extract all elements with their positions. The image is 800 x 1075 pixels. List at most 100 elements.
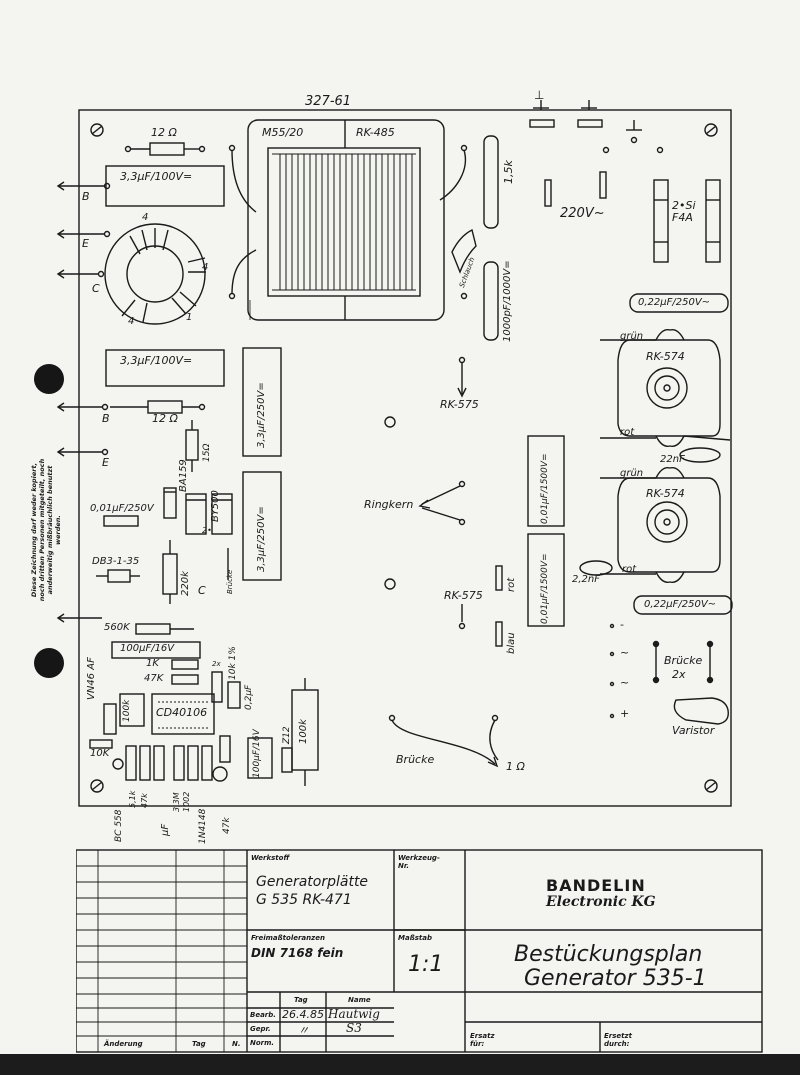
side-note-line: Diese Zeichnung darf weder kopiert, xyxy=(30,462,38,598)
company-subname: Electronic KG xyxy=(546,894,656,910)
label-cap-001a: 0,01µF/1500V= xyxy=(540,453,550,524)
label-cap-001b: 0,01µF/1500V= xyxy=(540,553,550,624)
label-r12-top: 12 Ω xyxy=(151,126,177,139)
label-by500: BY500 xyxy=(210,490,221,522)
label-cap-022-bottom: 0,22µF/250V~ xyxy=(644,599,717,610)
label-db3: DB3-1-35 xyxy=(92,556,140,567)
massstab-label: Maßstab xyxy=(398,934,432,942)
label-r560k: 560K xyxy=(104,622,130,633)
toroid-pin-label: 4 xyxy=(202,262,209,273)
label-rk574-top: RK-574 xyxy=(646,350,685,363)
label-r10k1: 10k 1% xyxy=(228,646,238,680)
label-cap-100u-b: 100µF/16V xyxy=(252,729,262,778)
label-c-mark: C xyxy=(198,584,206,597)
label-rk574-bottom: RK-574 xyxy=(646,487,685,500)
label-gruen-top: grün xyxy=(620,331,644,342)
label-bruecke-small: Brücke xyxy=(226,569,234,594)
company-name: BANDELIN xyxy=(546,876,646,895)
label-cap-3u3-top: 3,3µF/100V= xyxy=(120,170,193,183)
massstab-value: 1:1 xyxy=(408,952,444,977)
connector-e-top: E xyxy=(82,237,89,250)
title-block: Werkstoff Generatorplätte G 535 RK-471 W… xyxy=(76,848,764,1054)
ground-symbol: ⊥ xyxy=(534,88,545,102)
toroid-transformer xyxy=(104,223,206,325)
drawing-number: 327-61 xyxy=(305,94,352,109)
label-r15: 15Ω xyxy=(202,443,212,462)
norm-label: Norm. xyxy=(250,1039,275,1047)
werkstoff-line1: Generatorplätte xyxy=(256,874,369,890)
n-footer-label: N. xyxy=(232,1040,241,1048)
side-note-line: anderweitig mißbräuchlich benutzt xyxy=(46,465,54,595)
toroid-pin-label: 1 xyxy=(186,312,193,323)
label-cap-3u3-mid: 3,3µF/100V= xyxy=(120,354,193,367)
drawing-title-line1: Bestückungsplan xyxy=(514,942,703,967)
aenderung-label: Änderung xyxy=(104,1040,143,1048)
rk574-top-coil xyxy=(600,329,731,447)
label-r12-mid: 12 Ω xyxy=(152,412,178,425)
rk574-bottom-coil xyxy=(600,467,721,583)
bottom-label: 1N4148 xyxy=(198,808,208,844)
connector-e-mid: E xyxy=(102,456,109,469)
bearb-label: Bearb. xyxy=(250,1011,276,1019)
bottom-label: µF xyxy=(160,823,171,836)
gepr-date: 〃 xyxy=(298,1024,309,1037)
connector-b-top: B xyxy=(82,190,90,203)
side-note-line: werden. xyxy=(54,515,62,545)
label-r1k: 1K xyxy=(146,658,159,669)
label-ringkern: Ringkern xyxy=(364,498,414,511)
bottom-label: 5,1k xyxy=(128,790,137,808)
scan-edge-bar xyxy=(0,1054,800,1075)
connector-c: C xyxy=(92,282,100,295)
gepr-label: Gepr. xyxy=(250,1025,271,1033)
sign-plus: + xyxy=(620,707,630,720)
label-varistor: Varistor xyxy=(672,724,715,737)
label-bruecke-bottom: Brücke xyxy=(396,753,435,766)
label-ba159: BA159 xyxy=(178,459,189,492)
bottom-label: 3,3M xyxy=(172,792,181,812)
ersatz-fuer-label: Ersatz für: xyxy=(470,1032,495,1048)
label-rot-bottom: rot xyxy=(622,564,637,575)
werkstoff-line2: G 535 RK-471 xyxy=(256,892,352,908)
label-r47k: 47K xyxy=(144,673,164,684)
label-r10k1-mult: 2x xyxy=(212,660,221,668)
label-fuse: 2•Si F4A xyxy=(672,199,696,224)
drawing-title-line2: Generator 535-1 xyxy=(524,966,707,991)
screw-icon xyxy=(90,123,718,793)
label-cap-100u: 100µF/16V xyxy=(120,643,175,654)
tag-header: Tag xyxy=(294,996,308,1004)
label-cap-001-250: 0,01µF/250V xyxy=(90,503,154,514)
label-gruen-bottom: grün xyxy=(620,468,644,479)
label-r100k-b: 100k xyxy=(298,719,309,744)
side-note-line: noch dritten Personen mitgeteilt, noch xyxy=(38,458,46,602)
power-transformer xyxy=(228,119,468,321)
copyright-side-note: Diese Zeichnung darf weder kopiert, noch… xyxy=(30,430,80,630)
label-vn46: VN46 AF xyxy=(86,657,97,700)
label-22n-right: 22nF xyxy=(660,454,685,465)
label-cap-3u3-250b: 3,3µF/250V= xyxy=(256,506,267,572)
label-rk575-bottom: RK-575 xyxy=(444,589,483,602)
connector-arrows xyxy=(56,181,111,623)
board-outline xyxy=(78,109,732,807)
connector-b-mid: B xyxy=(102,412,110,425)
bottom-label: 1002 xyxy=(182,791,191,812)
label-cap-022-top: 0,22µF/250V~ xyxy=(638,297,711,308)
freimass-value: DIN 7168 fein xyxy=(251,946,344,960)
label-z12: Z12 xyxy=(282,726,292,744)
bearb-date: 26.4.85 xyxy=(282,1008,324,1021)
label-mains: 220V~ xyxy=(560,206,605,221)
sign-tilde-2: ~ xyxy=(620,676,630,689)
label-rk575-top: RK-575 xyxy=(440,398,479,411)
label-by500-mult: 2• xyxy=(202,526,212,535)
bottom-label: 47k xyxy=(222,817,232,834)
label-res-1k5: 1,5k xyxy=(502,160,515,184)
label-bruecke-right: Brücke xyxy=(664,654,703,667)
bearb-signature: Hautwig xyxy=(328,1007,380,1021)
label-bruecke-mult: 2x xyxy=(672,668,686,681)
label-r10k: 10K xyxy=(90,748,110,759)
sign-minus: - xyxy=(620,618,624,631)
label-cd40106: CD40106 xyxy=(156,706,208,719)
label-r1ohm: 1 Ω xyxy=(506,760,525,773)
label-r220k: 220k xyxy=(180,571,191,596)
tag-footer-label: Tag xyxy=(192,1040,206,1048)
werkstoff-label: Werkstoff xyxy=(251,854,290,862)
